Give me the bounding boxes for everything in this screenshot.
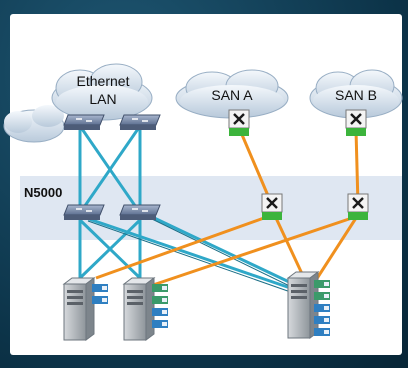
fc-link <box>95 216 265 280</box>
server-3 <box>286 271 330 339</box>
ethernet-lan-cloud: Ethernet LAN <box>51 63 153 121</box>
n5000-label: N5000 <box>24 185 62 200</box>
ethernet-links <box>78 125 307 294</box>
fc-link <box>149 216 353 288</box>
ethernet-switch-icon <box>119 204 161 220</box>
fc-link <box>238 129 274 206</box>
fc-switch-icon <box>345 109 367 136</box>
cloud-label-line1: Ethernet <box>77 73 130 89</box>
ethernet-switch-icon <box>119 114 161 130</box>
server-2 <box>122 277 168 341</box>
cloud-label: SAN B <box>335 87 377 103</box>
cloud-icon <box>175 69 289 119</box>
adapter-card-icon <box>314 280 330 336</box>
ethernet-link <box>78 218 142 280</box>
ethernet-switch-icon <box>63 204 105 220</box>
cloud-label: SAN A <box>211 87 253 103</box>
fc-switch-icon <box>261 193 283 220</box>
ethernet-switch-icon <box>63 114 105 130</box>
cloud-icon <box>51 63 153 121</box>
server-tower-icon <box>62 277 96 341</box>
san-a-cloud: SAN A <box>175 69 289 119</box>
server-1 <box>62 277 108 341</box>
fc-switch-icon <box>228 109 250 136</box>
fc-link <box>354 129 360 206</box>
san-b-cloud: SAN B <box>309 69 403 119</box>
server-tower-icon <box>286 271 320 339</box>
adapter-card-icon <box>152 284 168 328</box>
ethernet-link-shadows <box>87 218 307 297</box>
cloud-icon <box>309 69 403 119</box>
fc-links <box>95 129 360 288</box>
side-cloud-icon <box>3 105 65 143</box>
server-tower-icon <box>122 277 156 341</box>
ethernet-link <box>149 214 307 292</box>
adapter-card-icon <box>92 284 108 304</box>
ethernet-link <box>85 216 303 294</box>
fc-link <box>314 217 358 281</box>
cloud-label-line2: LAN <box>89 91 116 107</box>
fc-switch-icon <box>347 193 369 220</box>
fc-link <box>274 217 306 279</box>
ethernet-link <box>78 125 142 214</box>
